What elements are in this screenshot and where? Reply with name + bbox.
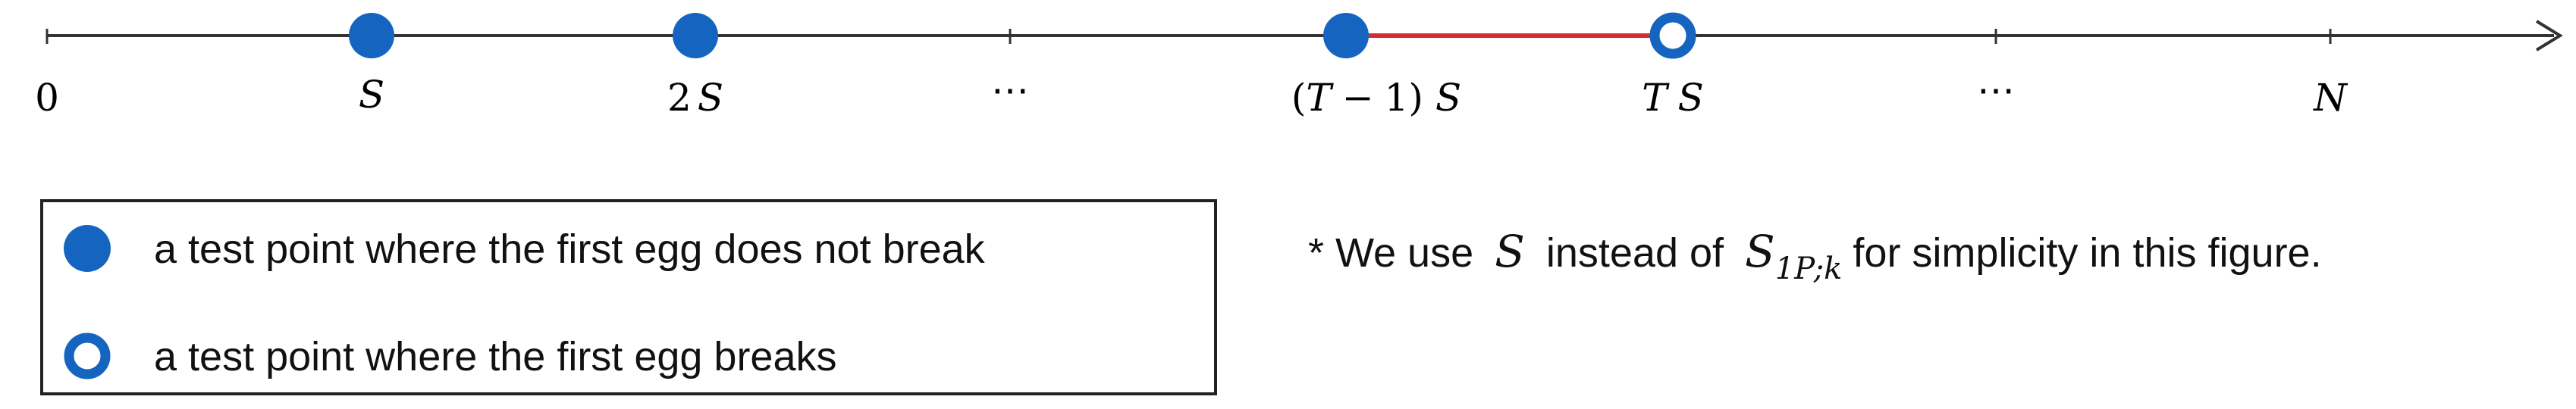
legend-hollow-circle-icon [64,333,111,379]
label-2s-coef: 2 [667,76,692,120]
label-tm1-minus: − [1342,76,1374,120]
label-n: N [2313,76,2349,120]
label-tm1-open: ( [1291,76,1307,120]
legend-filled-circle-icon [64,225,111,272]
test-point-ts [1649,12,1696,59]
test-point-t-minus-1-s [1323,13,1369,58]
label-s: S [359,73,384,117]
legend-border [40,199,1217,395]
label-tm1-s: S [1435,76,1461,120]
footnote-var-s2: S [1745,226,1775,277]
legend-item-breaks: a test point where the first egg breaks [154,334,837,379]
label-ts-s: S [1678,76,1704,120]
label-dots-2: ⋯ [1977,68,2015,112]
label-t-minus-1-s: (T−1) S [1291,76,1461,120]
footnote-middle: instead of [1546,230,1724,276]
label-dots-1: ⋯ [991,68,1029,112]
number-line [45,12,2563,59]
legend-item-not-break: a test point where the first egg does no… [154,226,986,272]
label-tm1-t: T [1306,76,1334,120]
label-ts-t: T [1642,76,1670,120]
axis-arrowhead-icon [2535,20,2563,52]
label-2s-var: S [698,76,723,120]
footnote-var-s: S [1495,226,1525,277]
label-zero: 0 [35,76,59,120]
footnote-suffix: for simplicity in this figure. [1853,230,2321,276]
footnote-subscript: 1P;k [1775,251,1843,286]
test-point-s [349,13,394,58]
test-point-2s [673,13,718,58]
legend: a test point where the first egg does no… [40,199,1217,395]
label-tm1-close: 1) [1385,76,1423,120]
footnote-prefix: * We use [1308,230,1473,276]
